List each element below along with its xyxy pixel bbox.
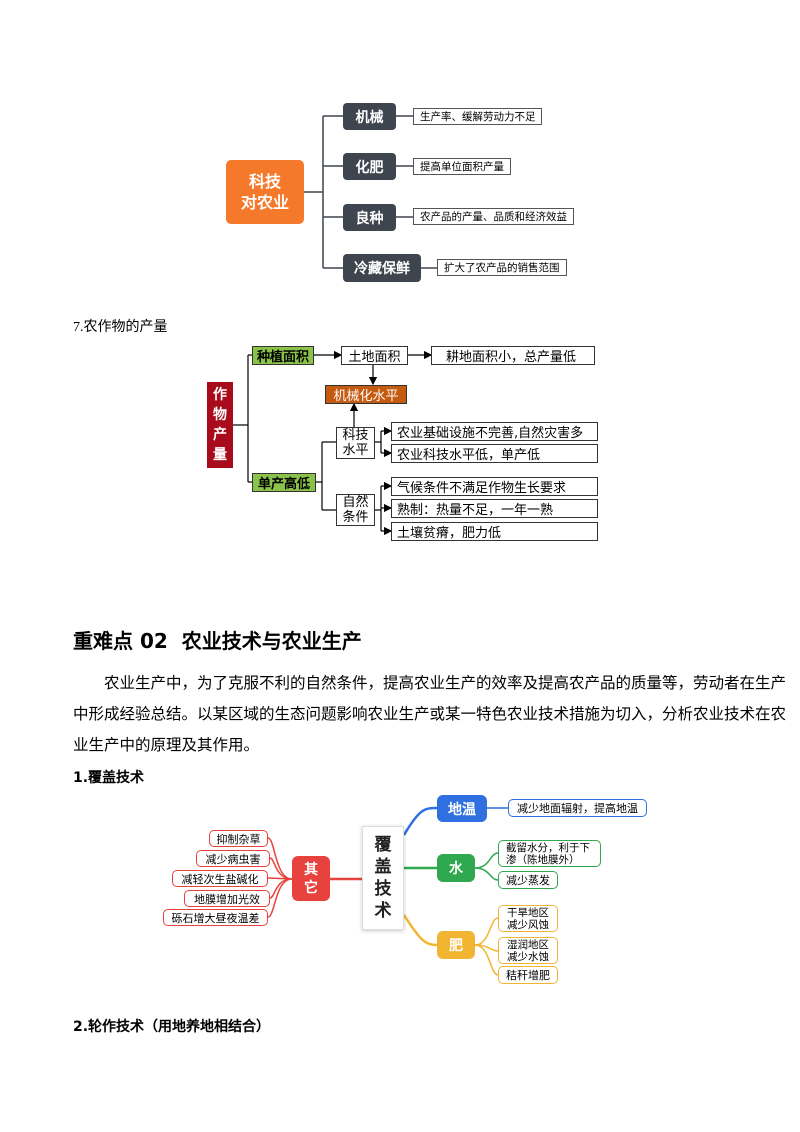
note-machinery: 生产率、缓解劳动力不足	[413, 108, 542, 125]
subsection-1-title: 1.覆盖技术	[73, 770, 145, 786]
note-cold-storage: 扩大了农产品的销售范围	[437, 259, 567, 276]
nature-note-2: 熟制：热量不足，一年一熟	[391, 499, 598, 518]
crop-yield-root: 作 物 产 量	[207, 382, 233, 468]
natural-conditions-box: 自然 条件	[336, 494, 375, 526]
fert-item-humid: 湿润地区 减少水蚀	[498, 937, 558, 964]
mindmap-temp-node: 地温	[437, 795, 487, 822]
nature-note-3: 土壤贫瘠，肥力低	[391, 522, 598, 541]
other-item-gravel: 砾石增大昼夜温差	[163, 909, 268, 926]
section7-title: 7.农作物的产量	[73, 320, 168, 335]
other-item-weeds: 抑制杂草	[209, 830, 268, 847]
diagram1-root: 科技 对农业	[226, 160, 304, 224]
diagram2-connectors	[232, 350, 433, 536]
land-note-box: 耕地面积小，总产量低	[431, 346, 595, 365]
branch-machinery: 机械	[343, 103, 396, 130]
section-heading: 重难点 02 农业技术与农业生产	[73, 629, 362, 653]
paragraph-line-2: 中形成经验总结。以某区域的生态问题影响农业生产或某一特色农业技术措施为切入，分析…	[73, 706, 787, 723]
note-seed: 农产品的产量、品质和经济效益	[413, 208, 574, 225]
tech-note-1: 农业基础设施不完善,自然灾害多	[391, 422, 598, 441]
tech-note-2: 农业科技水平低，单产低	[391, 444, 598, 463]
paragraph-line-3: 业生产中的原理及其作用。	[73, 737, 260, 754]
subsection-2-title: 2.轮作技术（用地养地相结合）	[73, 1019, 271, 1035]
other-item-salinization: 减轻次生盐碱化	[172, 870, 268, 887]
fert-item-arid: 干旱地区 减少风蚀	[498, 905, 558, 932]
mindmap-center: 覆 盖 技 术	[362, 826, 404, 930]
other-item-pests: 减少病虫害	[196, 850, 270, 867]
tech-level-box: 科技 水平	[336, 427, 375, 459]
water-item-1: 截留水分，利于下 渗（陈地膜外）	[498, 840, 601, 867]
land-area-box: 土地面积	[341, 346, 408, 365]
other-item-light: 地膜增加光效	[184, 890, 270, 907]
planting-area-box: 种植面积	[252, 346, 314, 365]
temp-item-1: 减少地面辐射，提高地温	[508, 799, 647, 817]
paragraph-line-1: 农业生产中，为了克服不利的自然条件，提高农业生产的效率及提高农产品的质量等，劳动…	[104, 675, 787, 692]
fert-item-straw: 秸秆增肥	[498, 966, 558, 984]
diagram1-connectors	[303, 115, 437, 269]
mindmap-other-node: 其 它	[292, 856, 330, 901]
unit-yield-box: 单产高低	[252, 473, 316, 492]
mechanization-box: 机械化水平	[325, 385, 407, 404]
branch-fertilizer: 化肥	[343, 153, 396, 180]
mindmap-fert-node: 肥	[437, 931, 475, 959]
water-item-2: 减少蒸发	[498, 871, 558, 889]
note-fertilizer: 提高单位面积产量	[413, 158, 511, 175]
mindmap-water-node: 水	[437, 854, 475, 882]
nature-note-1: 气候条件不满足作物生长要求	[391, 477, 598, 496]
mindmap-connectors	[267, 806, 508, 976]
branch-cold-storage: 冷藏保鲜	[343, 254, 421, 282]
branch-seed: 良种	[343, 204, 396, 231]
